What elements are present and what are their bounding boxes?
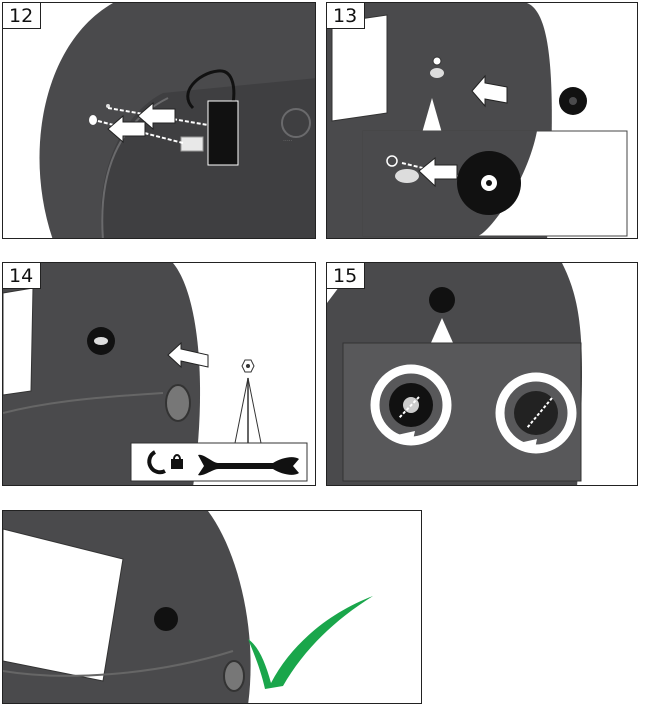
knob-rotate-illustration xyxy=(327,263,582,485)
step-number-15: 15 xyxy=(327,263,366,289)
step-number-14: 14 xyxy=(3,263,42,289)
step-panel-15: 15 xyxy=(326,262,638,486)
step-panel-14: 14 xyxy=(2,262,316,486)
check-icon xyxy=(248,596,373,689)
step-number-13: 13 xyxy=(327,3,366,29)
step-panel-12: 12 ····· xyxy=(2,2,316,239)
completed-helmet-illustration xyxy=(3,511,373,703)
step-panel-13: 13 xyxy=(326,2,638,239)
svg-text:·····: ····· xyxy=(283,138,293,145)
nut-tighten-illustration xyxy=(3,263,308,485)
step-panel-final xyxy=(2,510,422,704)
cable-connect-illustration: ····· xyxy=(39,3,315,238)
knob-mount-illustration xyxy=(327,3,628,238)
step-number-12: 12 xyxy=(3,3,42,29)
